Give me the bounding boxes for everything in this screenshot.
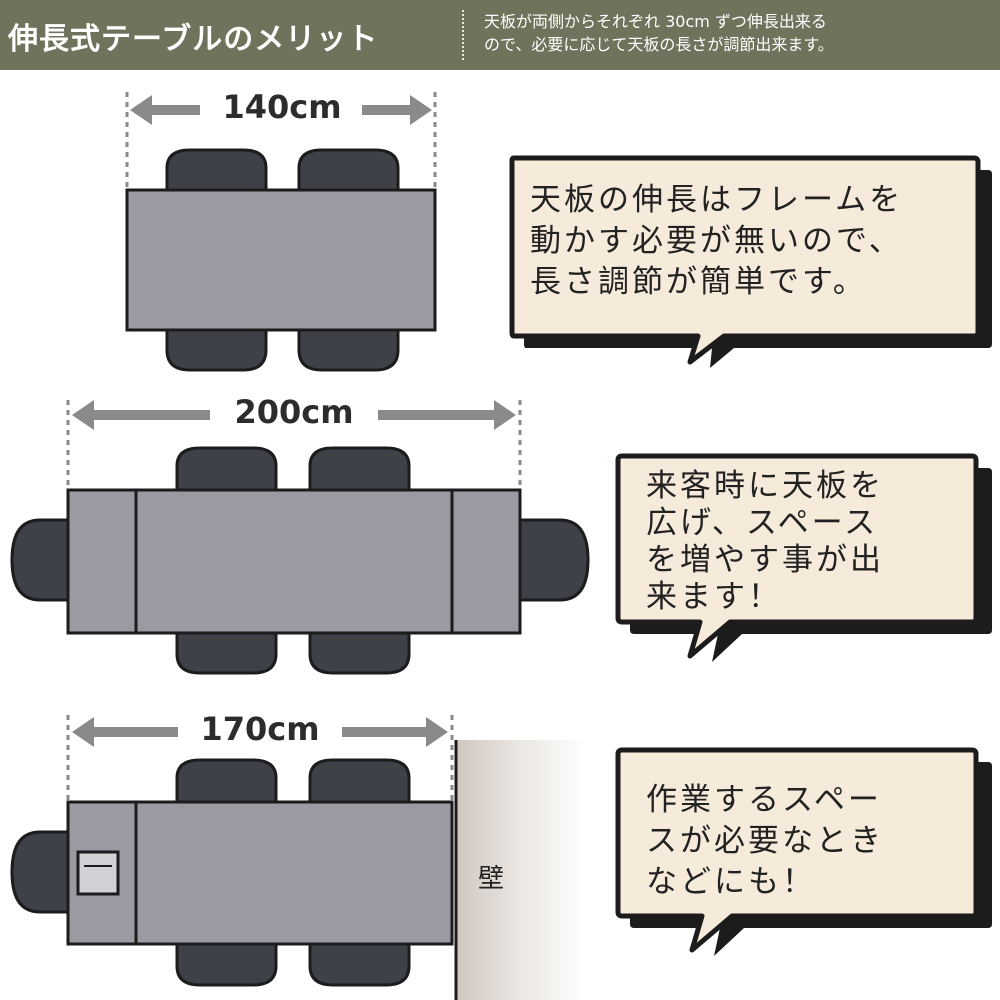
table-170cm-group xyxy=(10,715,586,1000)
chair xyxy=(10,830,72,914)
bubble-line: 長さ調節が簡単です。 xyxy=(530,264,867,300)
bubble-line: 広げ、スペース xyxy=(646,505,879,541)
bubble-line: を増やす事が出 xyxy=(646,542,884,578)
bubble-line: スが必要なとき xyxy=(646,823,884,859)
speech-bubble-1 xyxy=(509,155,992,368)
bubble-line: 作業するスペー xyxy=(646,782,882,818)
laptop-icon xyxy=(76,850,120,896)
header-desc-line-2: ので、必要に応じて天板の長さが調節出来ます。 xyxy=(484,35,834,54)
dim-arrow-left xyxy=(72,717,178,747)
chair xyxy=(308,446,411,494)
speech-bubble-3 xyxy=(615,747,992,956)
dim-label-170cm: 170cm xyxy=(200,710,320,748)
speech-bubble-2 xyxy=(615,453,992,662)
header-desc-line-1: 天板が両側からそれぞれ 30cm ずつ伸長出来る xyxy=(484,12,827,31)
table-top xyxy=(66,800,454,946)
table-top xyxy=(125,188,437,332)
header-banner: 伸長式テーブルのメリット 天板が両側からそれぞれ 30cm ずつ伸長出来る ので… xyxy=(0,0,1000,70)
bubble-line: 天板の伸長はフレームを xyxy=(530,182,904,218)
chair xyxy=(165,148,268,194)
header-divider xyxy=(462,10,464,60)
header-title: 伸長式テーブルのメリット xyxy=(8,22,379,57)
chair xyxy=(308,942,411,987)
bubble-2-text: 来客時に天板を 広げ、スペース を増やす事が出 来ます！ xyxy=(646,468,884,616)
chair xyxy=(165,327,268,372)
bubble-3-text: 作業するスペー スが必要なとき などにも！ xyxy=(646,780,884,903)
chair xyxy=(516,518,590,602)
chair xyxy=(308,630,411,675)
table-140cm-group xyxy=(125,92,437,372)
bubble-line: などにも！ xyxy=(646,864,816,900)
chair xyxy=(175,630,278,675)
chair xyxy=(175,942,278,987)
bubble-line: 来客時に天板を xyxy=(646,468,884,504)
chair xyxy=(10,518,72,602)
dim-label-140cm: 140cm xyxy=(222,88,342,126)
chair xyxy=(175,446,278,494)
bubble-1-text: 天板の伸長はフレームを 動かす必要が無いので、 長さ調節が簡単です。 xyxy=(530,180,903,303)
table-top xyxy=(66,488,522,635)
chair xyxy=(308,758,411,804)
header-description: 天板が両側からそれぞれ 30cm ずつ伸長出来る ので、必要に応じて天板の長さが… xyxy=(484,10,994,56)
bubble-line: 来ます！ xyxy=(646,579,782,615)
wall-label: 壁 xyxy=(478,864,505,894)
dim-arrow-left xyxy=(72,400,210,430)
dim-arrow-left xyxy=(130,95,200,125)
dim-arrow-right xyxy=(378,400,516,430)
bubble-line: 動かす必要が無いので、 xyxy=(530,223,903,259)
chair xyxy=(297,148,400,194)
wall xyxy=(456,740,586,1000)
dim-label-200cm: 200cm xyxy=(234,393,354,431)
dim-arrow-right xyxy=(342,717,448,747)
chair xyxy=(297,327,400,372)
dim-arrow-right xyxy=(362,95,432,125)
chair xyxy=(175,758,278,804)
table-200cm-group xyxy=(10,400,590,675)
